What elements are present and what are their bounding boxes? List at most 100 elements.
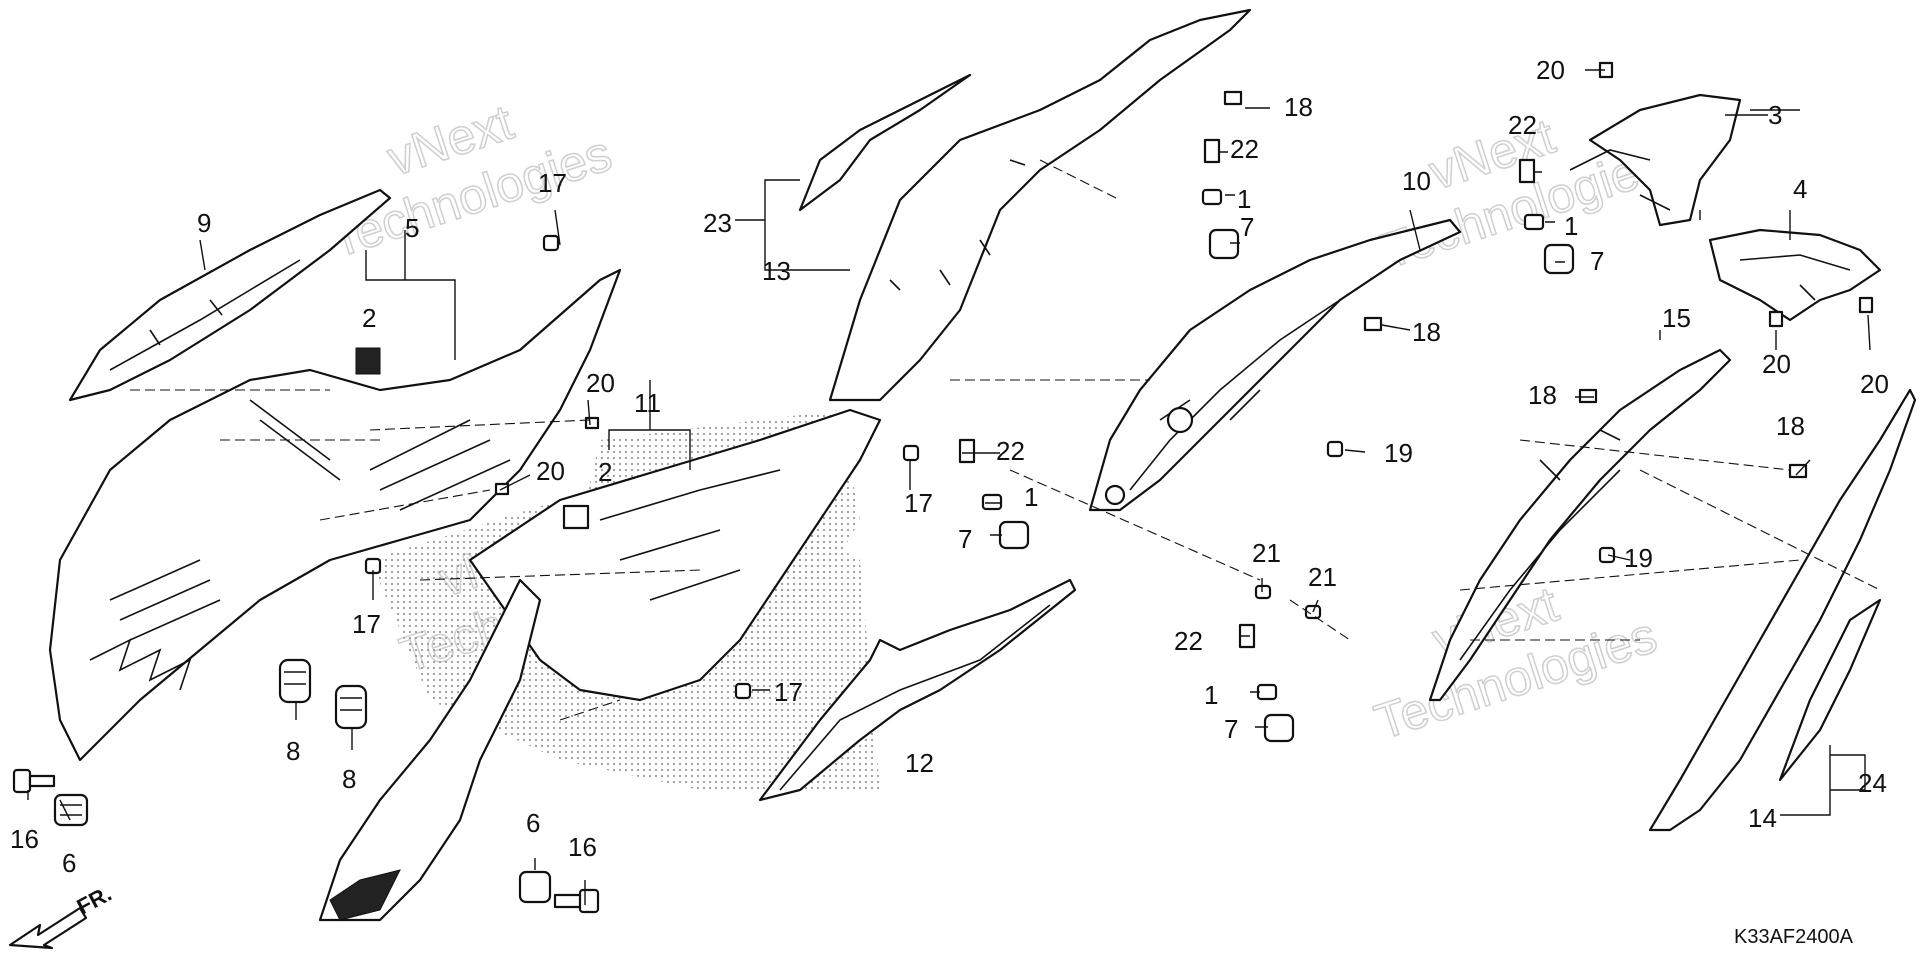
leader-lines — [27, 69, 1871, 905]
grommet-7 — [1518, 158, 1575, 275]
callout-21: 21 — [1252, 538, 1281, 568]
callout-18: 18 — [1528, 380, 1557, 410]
callout-14: 14 — [1748, 803, 1777, 833]
callout-17: 17 — [538, 168, 567, 198]
lower-side-cover — [318, 578, 542, 922]
part-13-upper-cover — [828, 8, 1252, 402]
grommet-7 — [1201, 138, 1240, 260]
callout-22: 22 — [1174, 626, 1203, 656]
part-10-boss — [1166, 406, 1194, 434]
callout-11: 11 — [634, 388, 661, 418]
callout-21: 21 — [1308, 562, 1337, 592]
callout-1: 1 — [1204, 680, 1218, 710]
part-11-inner-panel — [468, 408, 882, 702]
callout-18: 18 — [1412, 317, 1441, 347]
bolt-16 — [12, 768, 56, 794]
part-13-tabs — [889, 159, 1026, 291]
callout-7: 7 — [1240, 212, 1254, 242]
callout-19: 19 — [1624, 543, 1653, 573]
leader-lines — [365, 179, 1866, 816]
part-10-boss — [1104, 484, 1126, 506]
grommet-6 — [518, 870, 552, 904]
callout-3: 3 — [1768, 100, 1782, 130]
callout-13: 13 — [762, 256, 791, 286]
callout-2: 2 — [362, 303, 376, 333]
callout-6: 6 — [526, 808, 540, 838]
screw-20 — [1858, 296, 1874, 314]
callout-18: 18 — [1776, 411, 1805, 441]
screw-19 — [1326, 440, 1344, 458]
callout-16: 16 — [10, 824, 39, 854]
part-15-detail — [1459, 429, 1621, 661]
grommet-6 — [53, 793, 89, 827]
clip-18 — [1363, 316, 1383, 332]
callout-7: 7 — [1224, 714, 1238, 744]
callout-7: 7 — [1590, 246, 1604, 276]
grommet-8 — [278, 658, 312, 704]
callout-22: 22 — [1230, 134, 1259, 164]
part-5-ribs — [109, 399, 511, 641]
part-12-edge — [779, 604, 1051, 791]
grommet-8 — [334, 684, 368, 730]
callout-1: 1 — [1564, 211, 1578, 241]
callout-4: 4 — [1793, 174, 1807, 204]
part-5-vent — [89, 638, 192, 691]
watermark: vNext Technologies — [322, 93, 618, 269]
assembly-lines — [130, 159, 1881, 721]
callout-17: 17 — [774, 677, 803, 707]
callout-18: 18 — [1284, 92, 1313, 122]
part-12-stripe — [758, 578, 1077, 802]
callout-22: 22 — [1508, 110, 1537, 140]
callout-7: 7 — [958, 524, 972, 554]
clip-2 — [562, 504, 590, 530]
callout-8: 8 — [286, 736, 300, 766]
callout-9: 9 — [197, 208, 211, 238]
callout-17: 17 — [352, 609, 381, 639]
callout-5: 5 — [405, 213, 419, 243]
screw-20 — [584, 416, 600, 430]
callout-8: 8 — [342, 764, 356, 794]
screw-17 — [542, 234, 560, 252]
clip-18 — [1223, 90, 1243, 106]
bolt-16 — [553, 888, 600, 914]
screw-21 — [1254, 584, 1272, 600]
part-14-rear-cover — [1648, 388, 1917, 832]
callout-16: 16 — [568, 832, 597, 862]
front-direction-arrow: FR. — [8, 881, 116, 950]
callout-15: 15 — [1662, 303, 1691, 333]
lower-side-cover-trim — [329, 869, 401, 921]
part-10-rear-frame — [1088, 218, 1462, 512]
part-15-rail — [1428, 348, 1732, 702]
callout-20: 20 — [536, 456, 565, 486]
callout-20: 20 — [1860, 369, 1889, 399]
diagram-code: K33AF2400A — [1734, 926, 1854, 948]
clip-2 — [355, 347, 381, 375]
screw-19 — [1598, 546, 1616, 564]
grommet-7 — [1238, 623, 1295, 743]
part-11-detail — [599, 469, 781, 601]
part-23-stripe — [798, 73, 972, 212]
callout-2: 2 — [598, 457, 612, 487]
screw-17 — [734, 682, 752, 700]
callout-19: 19 — [1384, 438, 1413, 468]
clip-18 — [1578, 388, 1598, 404]
screw-17 — [902, 444, 920, 462]
callout-1: 1 — [1024, 482, 1038, 512]
part-3-handle — [1569, 149, 1671, 211]
callout-1: 1 — [1237, 184, 1251, 214]
callout-23: 23 — [703, 208, 732, 238]
part-3-grab-cover — [1588, 93, 1742, 227]
part-5-inner-cover — [48, 268, 622, 762]
callout-22: 22 — [996, 436, 1025, 466]
part-4-detail — [1739, 254, 1851, 301]
part-4-tail-cover — [1708, 228, 1882, 322]
callout-10: 10 — [1402, 166, 1431, 196]
callout-6: 6 — [62, 848, 76, 878]
screw-20 — [1768, 310, 1784, 328]
callout-12: 12 — [905, 748, 934, 778]
callout-24: 24 — [1858, 768, 1887, 798]
callout-20: 20 — [1536, 55, 1565, 85]
callout-labels: 9 5 17 2 20 11 20 2 17 8 8 16 6 6 16 17 … — [10, 55, 1889, 878]
callout-20: 20 — [586, 368, 615, 398]
